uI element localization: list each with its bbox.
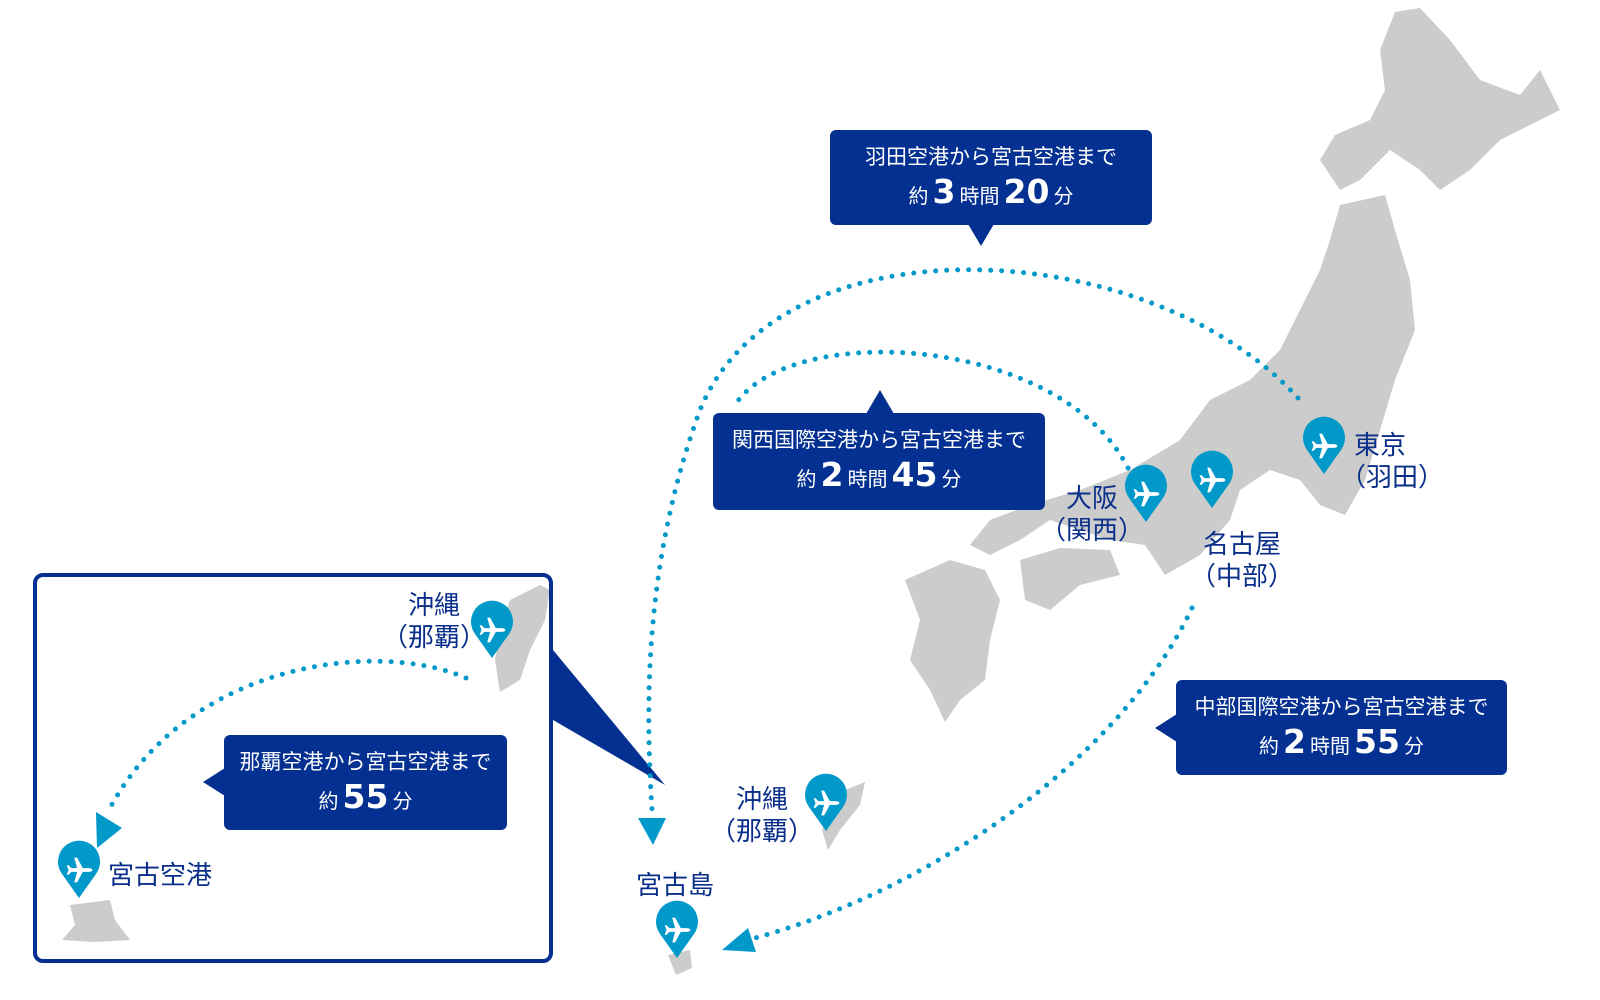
- callout-haneda-pointer: [968, 224, 994, 246]
- minutes-unit: 分: [941, 467, 962, 491]
- minutes-unit: 分: [1053, 184, 1074, 208]
- label-okinawa-name: 沖縄: [736, 785, 789, 815]
- prefix: 約: [908, 184, 929, 208]
- okinawa-island: [822, 782, 865, 850]
- prefix: 約: [1259, 734, 1280, 758]
- arrowhead-naha: [96, 812, 122, 848]
- route-naha: [107, 658, 469, 811]
- label-tokyo-name: 東京: [1354, 431, 1407, 461]
- label-osaka: 大阪 （関西）: [1040, 483, 1144, 547]
- label-inset-okinawa: 沖縄 （那覇）: [382, 590, 486, 654]
- label-nagoya-name: 名古屋: [1203, 530, 1282, 560]
- label-osaka-name: 大阪: [1066, 484, 1119, 514]
- minutes: 20: [1003, 172, 1050, 211]
- label-okinawa-sub: （那覇）: [710, 817, 815, 847]
- callout-naha-title: 那覇空港から宮古空港まで: [239, 750, 492, 774]
- routes: [107, 267, 1301, 941]
- minutes: 55: [1354, 722, 1400, 761]
- label-tokyo-sub: （羽田）: [1340, 463, 1445, 493]
- label-inset-okinawa-sub: （那覇）: [382, 623, 487, 653]
- minutes-unit: 分: [392, 789, 413, 813]
- callout-kansai-title: 関西国際空港から宮古空港まで: [732, 428, 1026, 452]
- minutes: 45: [891, 455, 938, 494]
- inset-connector: [553, 650, 665, 785]
- pin-miyako[interactable]: [656, 900, 698, 958]
- route-chubu: [752, 605, 1195, 941]
- inset-panel: [33, 573, 553, 963]
- label-miyako-island: 宮古島: [636, 871, 715, 901]
- label-inset-okinawa-name: 沖縄: [408, 591, 461, 621]
- callout-chubu-title: 中部国際空港から宮古空港まで: [1194, 695, 1489, 719]
- label-okinawa: 沖縄 （那覇）: [710, 784, 814, 848]
- inset-miyako: [62, 900, 130, 942]
- route-kansai: [732, 349, 1131, 471]
- label-nagoya-sub: （中部）: [1190, 562, 1295, 592]
- hours-unit: 時間: [1310, 734, 1351, 758]
- minutes: 55: [342, 777, 389, 816]
- kyushu: [905, 560, 1000, 722]
- arrowhead-haneda: [638, 818, 666, 845]
- shikoku: [1020, 548, 1120, 610]
- landmass: [62, 8, 1560, 975]
- hours: 2: [820, 455, 844, 494]
- arrowhead-chubu: [722, 928, 756, 952]
- callout-naha-pointer: [203, 768, 225, 796]
- prefix: 約: [318, 789, 339, 813]
- label-osaka-sub: （関西）: [1040, 516, 1145, 546]
- label-tokyo: 東京 （羽田）: [1340, 430, 1444, 494]
- hours: 3: [932, 172, 956, 211]
- hokkaido: [1320, 8, 1560, 190]
- callout-chubu-pointer: [1155, 714, 1177, 742]
- arrowheads: [96, 812, 756, 952]
- miyako-island: [668, 950, 692, 975]
- hours-unit: 時間: [959, 184, 1000, 208]
- hours: 2: [1283, 722, 1307, 761]
- label-nagoya: 名古屋 （中部）: [1190, 529, 1294, 593]
- honshu: [970, 195, 1415, 575]
- minutes-unit: 分: [1403, 734, 1424, 758]
- callout-haneda-title: 羽田空港から宮古空港まで: [865, 145, 1117, 169]
- callout-kansai-pointer: [866, 390, 894, 414]
- label-inset-miyako: 宮古空港: [108, 861, 213, 891]
- prefix: 約: [796, 467, 817, 491]
- hours-unit: 時間: [847, 467, 888, 491]
